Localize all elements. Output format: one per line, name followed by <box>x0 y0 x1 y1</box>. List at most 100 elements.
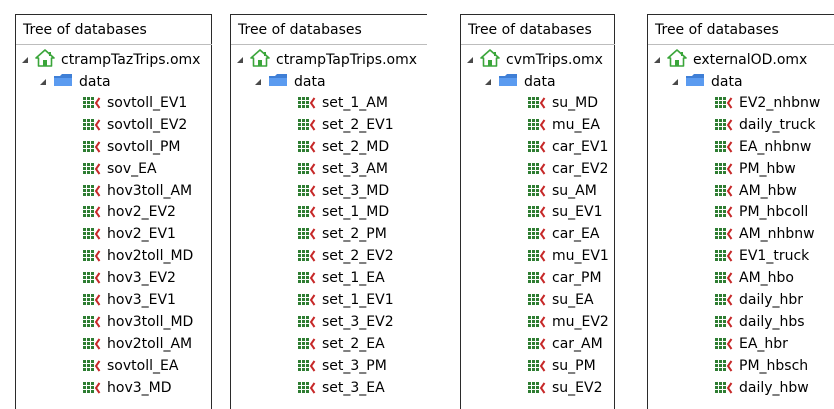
matrix-label: car_EV2 <box>552 160 609 177</box>
tree-node-matrix[interactable]: set_1_EA <box>298 267 394 289</box>
matrix-icon <box>715 337 733 350</box>
tree-node-file[interactable]: ctrampTazTrips.omx <box>19 49 200 70</box>
matrix-label: su_EV2 <box>552 379 603 396</box>
tree-node-matrix[interactable]: set_3_PM <box>298 355 394 377</box>
tree-node-matrix[interactable]: AM_nhbnw <box>715 223 820 245</box>
tree-node-matrix[interactable]: su_EV1 <box>528 201 609 223</box>
tree-node-matrix[interactable]: daily_hbr <box>715 289 820 311</box>
matrix-label: hov3_EV1 <box>107 291 176 308</box>
matrix-icon <box>83 162 101 175</box>
tree-node-matrix[interactable]: hov2_EV1 <box>83 223 193 245</box>
matrix-icon <box>715 359 733 372</box>
tree-node-matrix[interactable]: sovtoll_EV2 <box>83 114 193 136</box>
tree-node-matrix[interactable]: set_1_AM <box>298 92 394 114</box>
panel-title: Tree of databases <box>655 22 779 38</box>
tree-node-file[interactable]: ctrampTapTrips.omx <box>234 49 417 70</box>
tree-node-folder[interactable]: data <box>252 72 326 92</box>
collapse-arrow-icon[interactable] <box>651 54 663 66</box>
tree-node-matrix[interactable]: car_AM <box>528 333 609 355</box>
tree-node-matrix[interactable]: EA_hbr <box>715 333 820 355</box>
tree-node-matrix[interactable]: AM_hbw <box>715 180 820 202</box>
tree-node-matrix[interactable]: set_3_AM <box>298 158 394 180</box>
matrix-icon <box>298 315 316 328</box>
tree-node-file[interactable]: externalOD.omx <box>651 49 807 70</box>
matrix-icon <box>715 206 733 218</box>
tree-node-matrix[interactable]: hov2toll_MD <box>83 245 193 267</box>
tree-node-matrix[interactable]: su_PM <box>528 355 609 377</box>
collapse-arrow-icon[interactable] <box>19 54 31 66</box>
matrix-label: PM_hbsch <box>739 357 809 374</box>
collapse-arrow-icon[interactable] <box>464 54 476 66</box>
collapse-arrow-icon[interactable] <box>234 54 246 66</box>
collapse-arrow-icon[interactable] <box>252 76 264 88</box>
collapse-arrow-icon[interactable] <box>482 76 494 88</box>
tree-node-matrix[interactable]: car_EV1 <box>528 136 609 158</box>
matrix-label: set_2_EV1 <box>322 116 394 133</box>
tree-node-matrix[interactable]: EV2_nhbnw <box>715 92 820 114</box>
tree-node-matrix[interactable]: sovtoll_EV1 <box>83 92 193 114</box>
tree-node-matrix[interactable]: car_EV2 <box>528 158 609 180</box>
tree-node-matrix[interactable]: mu_EA <box>528 114 609 136</box>
collapse-arrow-icon[interactable] <box>669 76 681 88</box>
tree-node-matrix[interactable]: PM_hbw <box>715 158 820 180</box>
collapse-arrow-icon[interactable] <box>37 76 49 88</box>
tree-node-matrix[interactable]: set_2_EV1 <box>298 114 394 136</box>
matrix-icon <box>83 337 101 350</box>
tree-node-matrix[interactable]: hov3toll_AM <box>83 180 193 202</box>
tree-node-matrix[interactable]: su_MD <box>528 92 609 114</box>
tree-node-matrix[interactable]: hov3_EV2 <box>83 267 193 289</box>
tree-node-matrix[interactable]: set_3_EV2 <box>298 311 394 333</box>
tree-node-matrix[interactable]: EV1_truck <box>715 245 820 267</box>
tree-node-matrix[interactable]: su_AM <box>528 180 609 202</box>
panel-title: Tree of databases <box>468 22 592 38</box>
matrix-icon <box>715 293 733 306</box>
tree-node-folder[interactable]: data <box>482 72 556 92</box>
tree-node-matrix[interactable]: set_2_PM <box>298 223 394 245</box>
home-icon <box>480 49 500 71</box>
tree-node-matrix[interactable]: PM_hbsch <box>715 355 820 377</box>
tree-node-matrix[interactable]: car_EA <box>528 223 609 245</box>
tree-node-matrix[interactable]: hov2_EV2 <box>83 201 193 223</box>
tree-node-matrix[interactable]: mu_EV1 <box>528 245 609 267</box>
tree-node-matrix[interactable]: EA_nhbnw <box>715 136 820 158</box>
tree-node-matrix[interactable]: set_2_MD <box>298 136 394 158</box>
tree-node-matrix[interactable]: set_1_MD <box>298 201 394 223</box>
tree-node-matrix[interactable]: su_EV2 <box>528 377 609 399</box>
tree-node-matrix[interactable]: set_3_EA <box>298 377 394 399</box>
matrix-label: sov_EA <box>107 160 157 177</box>
matrix-label: set_2_EV2 <box>322 248 394 265</box>
matrix-label: EV2_nhbnw <box>739 94 821 111</box>
tree-node-matrix[interactable]: hov3_EV1 <box>83 289 193 311</box>
tree-node-matrix[interactable]: su_EA <box>528 289 609 311</box>
tree-node-matrix[interactable]: set_3_MD <box>298 180 394 202</box>
tree-node-matrix[interactable]: set_2_EV2 <box>298 245 394 267</box>
matrix-label: sovtoll_PM <box>107 138 181 155</box>
tree-node-folder[interactable]: data <box>37 72 111 92</box>
tree-node-matrix[interactable]: mu_EV2 <box>528 311 609 333</box>
tree-node-matrix[interactable]: PM_hbcoll <box>715 201 820 223</box>
tree-node-matrix[interactable]: hov3_MD <box>83 377 193 399</box>
tree-node-matrix[interactable]: car_PM <box>528 267 609 289</box>
matrix-label: sovtoll_EV1 <box>107 94 188 111</box>
tree-node-matrix[interactable]: sovtoll_EA <box>83 355 193 377</box>
tree-node-matrix[interactable]: daily_hbw <box>715 377 820 399</box>
tree-node-matrix[interactable]: hov3toll_MD <box>83 311 193 333</box>
tree-node-matrix[interactable]: set_2_EA <box>298 333 394 355</box>
tree-node-folder[interactable]: data <box>669 72 743 92</box>
matrix-icon <box>83 96 101 109</box>
tree-node-matrix[interactable]: sov_EA <box>83 158 193 180</box>
tree-node-matrix[interactable]: daily_truck <box>715 114 820 136</box>
tree-node-matrix[interactable]: hov2toll_AM <box>83 333 193 355</box>
tree-node-matrix[interactable]: daily_hbs <box>715 311 820 333</box>
matrix-label: set_2_PM <box>322 226 387 243</box>
tree-node-matrix[interactable]: sovtoll_PM <box>83 136 193 158</box>
matrix-icon <box>298 140 316 153</box>
tree-node-file[interactable]: cvmTrips.omx <box>464 49 603 71</box>
tree-node-matrix[interactable]: set_1_EV1 <box>298 289 394 311</box>
matrix-icon <box>83 381 101 394</box>
matrix-icon <box>715 315 733 328</box>
tree-node-matrix[interactable]: AM_hbo <box>715 267 820 289</box>
panel-frame <box>15 14 212 409</box>
